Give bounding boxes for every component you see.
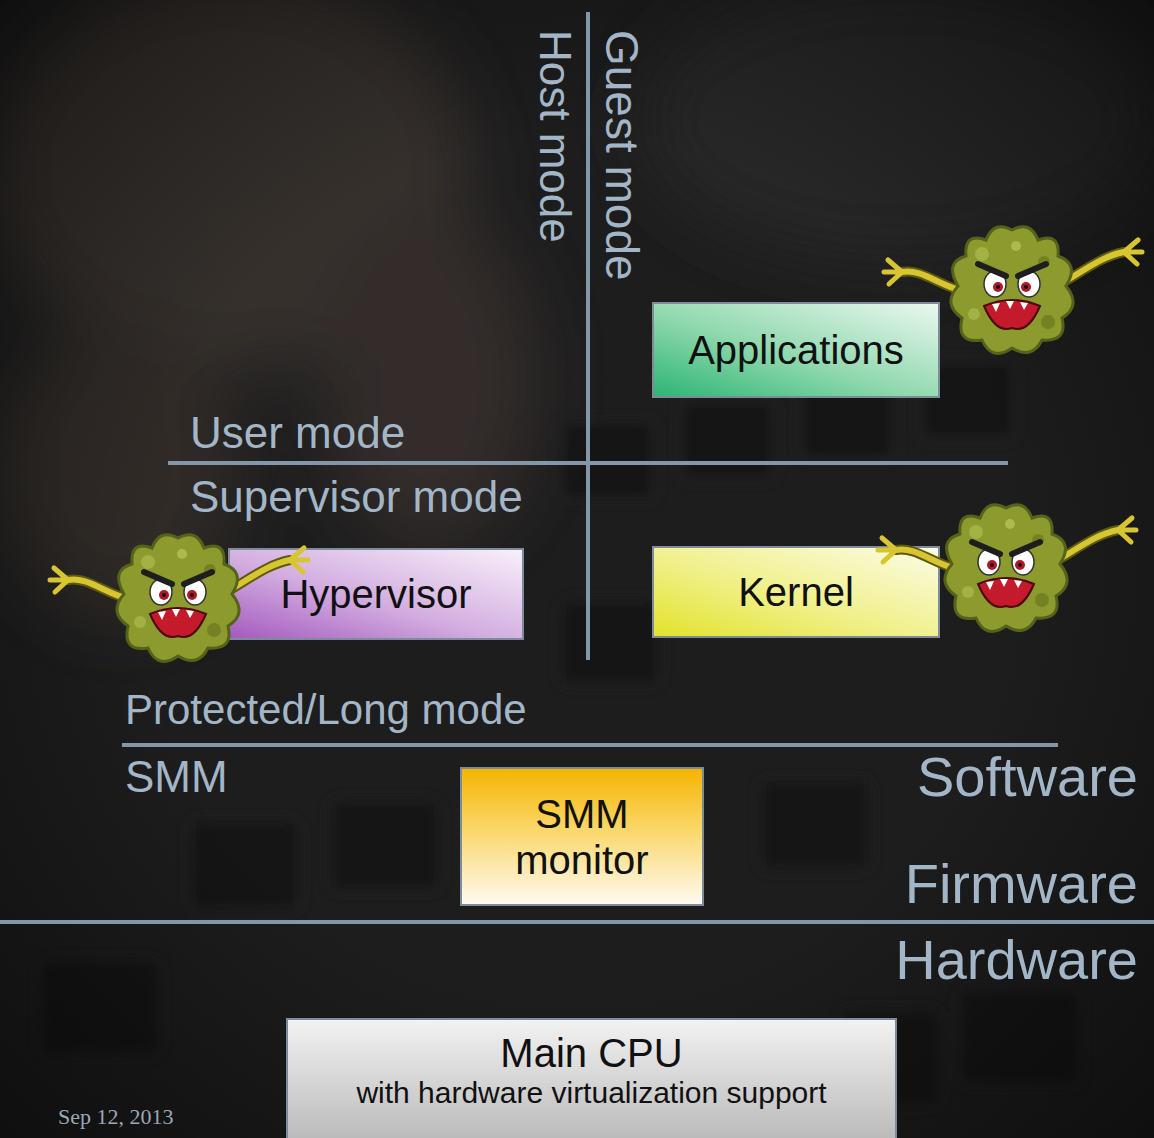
box-subtitle: with hardware virtualization support xyxy=(356,1076,826,1111)
box-title: Kernel xyxy=(738,569,854,615)
firmware-hardware-divider xyxy=(0,920,1154,924)
box-title: Main CPU xyxy=(500,1030,682,1076)
mode-label: SMM xyxy=(125,752,228,803)
axis-label: Host mode xyxy=(529,30,580,243)
date-footer: Sep 12, 2013 xyxy=(58,1104,174,1129)
malware-monster xyxy=(50,535,308,662)
box-title: Applications xyxy=(688,327,904,373)
malware-monster xyxy=(878,505,1136,632)
mode-label: User mode xyxy=(190,408,405,459)
layer-label: Software xyxy=(917,745,1138,809)
axis-label: Guest mode xyxy=(595,30,648,281)
layer-box: Main CPUwith hardware virtualization sup… xyxy=(286,1018,897,1138)
user-supervisor-divider xyxy=(168,461,1008,465)
layer-box: Kernel xyxy=(652,546,940,638)
mode-label: Supervisor mode xyxy=(190,472,523,523)
malware-monster xyxy=(884,227,1142,354)
box-title: SMM monitor xyxy=(495,791,670,883)
box-title: Hypervisor xyxy=(280,571,471,617)
host-guest-divider xyxy=(586,12,590,660)
layer-box: Applications xyxy=(652,302,940,398)
mode-label: Protected/Long mode xyxy=(125,686,527,734)
layer-label: Firmware xyxy=(905,852,1138,916)
layer-label: Hardware xyxy=(895,928,1138,992)
layer-box: SMM monitor xyxy=(460,767,704,906)
